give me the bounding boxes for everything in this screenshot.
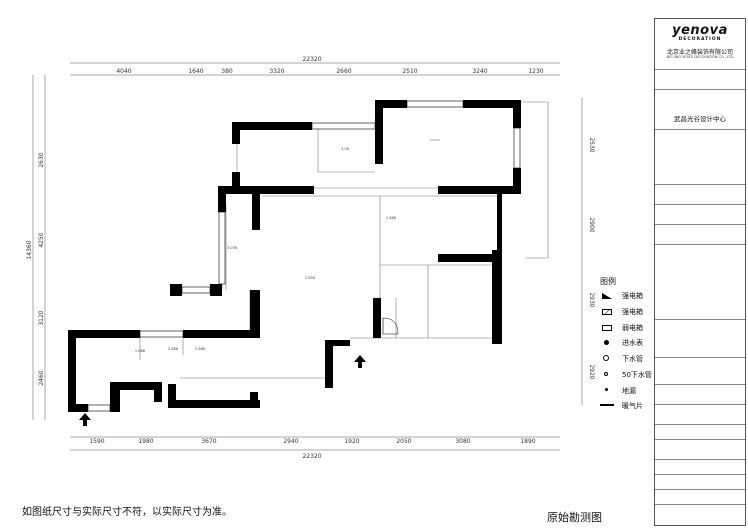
company-name-en: BEI JING YEAFE DECORATION CO., LTD bbox=[666, 55, 734, 59]
bottom-dim: 1590 bbox=[89, 438, 104, 445]
room-mark: 2.886 bbox=[386, 216, 396, 220]
legend-item: 强电箱 bbox=[622, 292, 643, 300]
left-dim: 3120 bbox=[38, 310, 45, 325]
project-name: 武昌光谷设计中心 bbox=[674, 115, 726, 123]
dimension-labels: 4040 1640 380 3320 2660 2510 3240 1230 2… bbox=[89, 56, 543, 460]
title-block: yenova DECORATION 北京业之峰装饰有限公司 BEI JING Y… bbox=[654, 18, 746, 526]
legend-item: 50下水管 bbox=[622, 371, 652, 379]
walls bbox=[68, 100, 521, 412]
legend-item: 弱电箱 bbox=[622, 324, 643, 332]
bottom-dim: 2940 bbox=[283, 438, 298, 445]
left-dim: 2630 bbox=[38, 152, 45, 167]
legend-item: 强电箱 bbox=[622, 308, 643, 316]
weak-box-icon bbox=[602, 325, 612, 331]
bottom-total: 22320 bbox=[302, 453, 321, 460]
top-dim: 380 bbox=[221, 68, 233, 75]
company-name: 北京业之峰装饰有限公司 bbox=[666, 49, 733, 56]
room-mark: 3.06 bbox=[341, 147, 349, 151]
bottom-dim: 3670 bbox=[201, 438, 216, 445]
legend-item: 下水管 bbox=[622, 355, 643, 363]
room-mark: 2.886 bbox=[168, 347, 178, 351]
top-dim: 3320 bbox=[269, 68, 284, 75]
strong-box-icon bbox=[602, 309, 612, 315]
bottom-dim: 1980 bbox=[138, 438, 153, 445]
footnote: 如图纸尺寸与实际尺寸不符，以实际尺寸为准。 bbox=[22, 507, 232, 518]
windows bbox=[87, 100, 521, 412]
room-mark: 2.856 bbox=[305, 276, 315, 280]
right-dim: 2900 bbox=[588, 217, 595, 232]
entry-arrow-icon bbox=[79, 413, 91, 426]
top-total: 22320 bbox=[302, 56, 321, 63]
radiator-icon bbox=[600, 404, 614, 406]
room-mark: 3.036 bbox=[227, 246, 237, 250]
right-dim: 2930 bbox=[588, 292, 595, 307]
legend-title: 图例 bbox=[600, 277, 616, 286]
bottom-dim: 3080 bbox=[455, 438, 470, 445]
brand-sub: DECORATION bbox=[678, 37, 722, 42]
drain-pipe-icon bbox=[603, 355, 609, 361]
dimension-lines bbox=[32, 62, 583, 451]
brand-logo: yenova bbox=[672, 23, 728, 38]
top-dim: 1640 bbox=[188, 68, 203, 75]
legend-item: 地漏 bbox=[622, 387, 636, 395]
legend-item: 进水表 bbox=[622, 339, 643, 347]
bottom-dim: 1890 bbox=[520, 438, 535, 445]
top-dim: 2660 bbox=[336, 68, 351, 75]
room-mark: 2.886 bbox=[195, 347, 205, 351]
top-dim: 2510 bbox=[402, 68, 417, 75]
water-meter-icon bbox=[604, 340, 609, 345]
room-mark: 2.886 bbox=[135, 349, 145, 353]
top-dim: 4040 bbox=[116, 68, 131, 75]
right-dim: 2530 bbox=[588, 137, 595, 152]
top-dim: 1230 bbox=[528, 68, 543, 75]
drawing-caption: 原始勘测图 bbox=[547, 511, 602, 524]
bottom-dim: 2050 bbox=[396, 438, 411, 445]
bottom-dim: 1920 bbox=[344, 438, 359, 445]
floor-drain-icon bbox=[605, 388, 608, 391]
entry-arrow-icon bbox=[354, 355, 366, 368]
right-dim: 2920 bbox=[588, 364, 595, 379]
left-total: 14360 bbox=[26, 240, 33, 259]
room-marks: 3.06 2.856 3.036 2.886 2.886 2.886 2.886 bbox=[135, 147, 396, 353]
left-dim: 2460 bbox=[38, 370, 45, 385]
legend-item: 暖气片 bbox=[622, 402, 643, 410]
small-drain-icon bbox=[604, 372, 608, 376]
left-dim: 4250 bbox=[38, 232, 45, 247]
top-dim: 3240 bbox=[472, 68, 487, 75]
